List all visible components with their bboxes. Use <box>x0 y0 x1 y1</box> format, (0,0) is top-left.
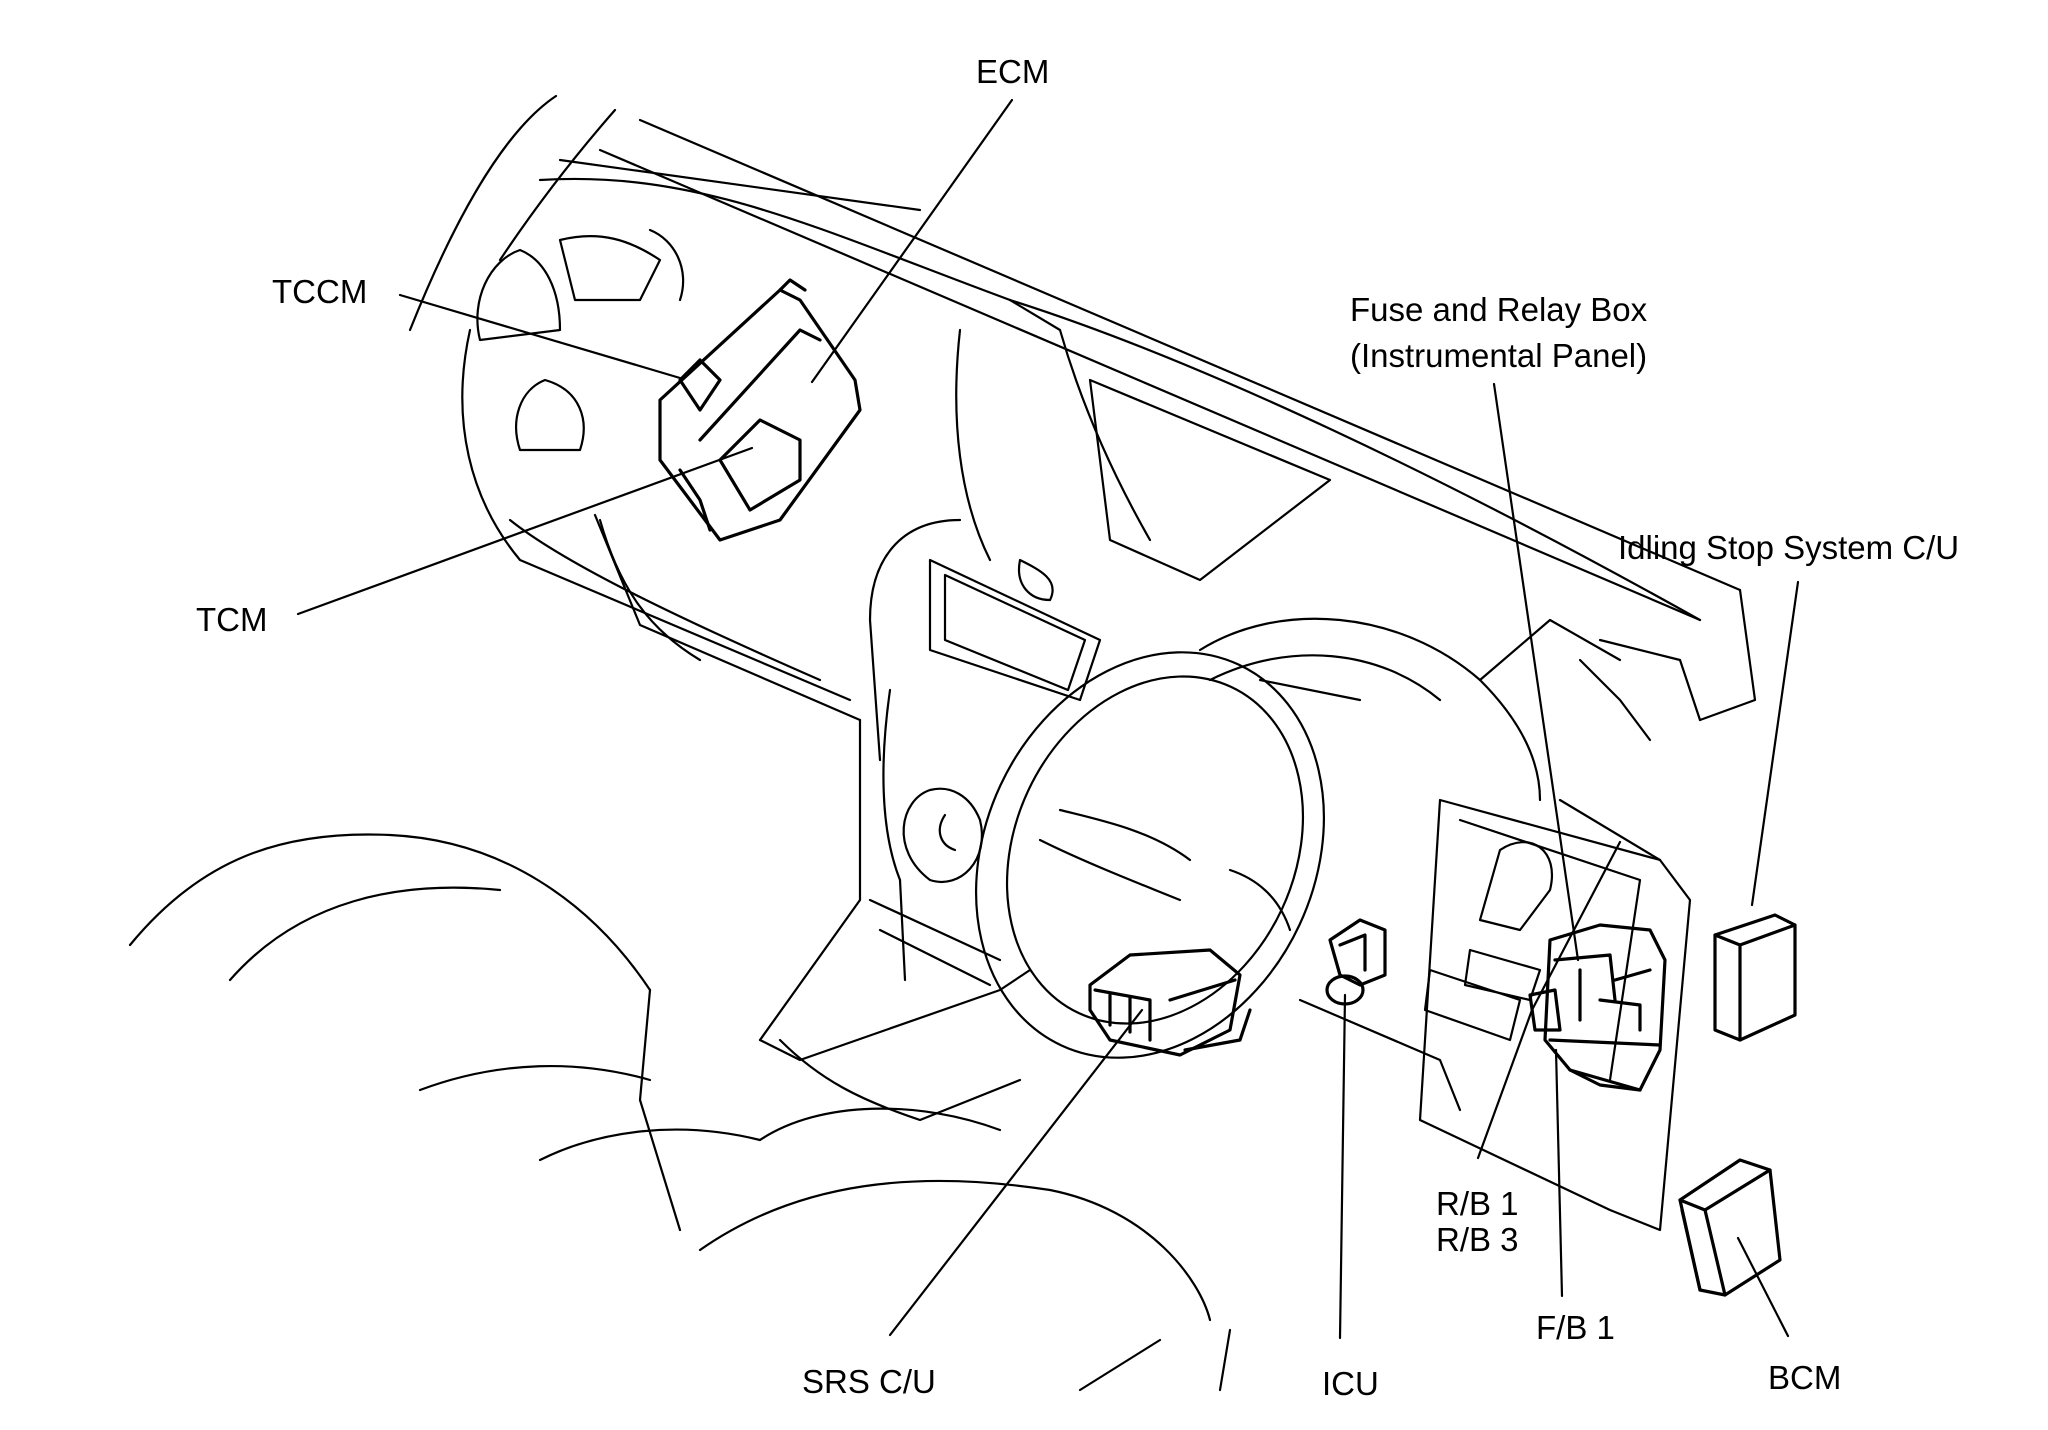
leader-ecm <box>810 98 1014 384</box>
idling-stop-module <box>1713 913 1797 1042</box>
leader-rb-2 <box>1530 840 1622 1012</box>
leader-lines <box>296 98 1800 1340</box>
label-ecm: ECM <box>976 53 1050 90</box>
label-icu: ICU <box>1322 1365 1379 1402</box>
label-rb3: R/B 3 <box>1436 1221 1519 1258</box>
steering-wheel <box>975 651 1325 1059</box>
fuse-relay-box-component <box>1528 923 1667 1092</box>
ecm-tcm-tccm-components <box>658 278 862 542</box>
label-tccm: TCCM <box>272 273 368 310</box>
leader-rb <box>1476 1008 1534 1160</box>
instrument-cluster <box>1198 617 1662 862</box>
left-vents <box>461 228 862 722</box>
label-srs: SRS C/U <box>802 1363 936 1400</box>
leader-icu <box>1338 993 1347 1340</box>
leader-bcm <box>1736 1236 1790 1338</box>
leader-tcm <box>296 446 754 616</box>
label-rb1: R/B 1 <box>1436 1185 1519 1222</box>
label-fuse-relay-line1: Fuse and Relay Box <box>1350 291 1648 328</box>
label-fb1: F/B 1 <box>1536 1309 1615 1346</box>
leader-tccm <box>398 293 682 380</box>
srs-cu-component <box>1088 948 1252 1057</box>
leader-idling-stop <box>1750 580 1800 907</box>
right-panel <box>1258 638 1702 1232</box>
bcm-module <box>1678 1158 1782 1297</box>
leader-fb1 <box>1554 1048 1564 1298</box>
front-seats <box>128 833 1232 1392</box>
center-console <box>758 298 1332 1122</box>
label-idling-stop: Idling Stop System C/U <box>1618 529 1960 566</box>
leader-fuse-relay <box>1492 382 1580 962</box>
dashboard-top-edge <box>408 94 1757 722</box>
label-fuse-relay-line2: (Instrumental Panel) <box>1350 337 1648 374</box>
label-tcm: TCM <box>196 601 268 638</box>
icu-component <box>1325 918 1387 1006</box>
leader-srs <box>888 1008 1144 1337</box>
label-bcm: BCM <box>1768 1359 1842 1396</box>
